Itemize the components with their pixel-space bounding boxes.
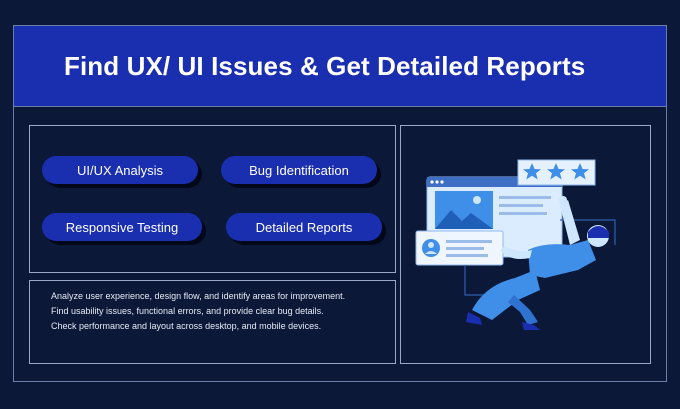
description-panel: [29, 280, 396, 364]
illustration-panel: [400, 125, 651, 364]
feature-pill-responsive-testing: Responsive Testing: [42, 213, 202, 241]
rating-card: [517, 159, 596, 186]
star-icon: [547, 163, 565, 180]
star-icon: [523, 163, 541, 180]
star-icon: [571, 163, 589, 180]
description-line: Check performance and layout across desk…: [51, 321, 322, 331]
description-line: Find usability issues, functional errors…: [51, 306, 324, 316]
tester-illustration: [415, 159, 616, 330]
header-banner: Find UX/ UI Issues & Get Detailed Report…: [14, 26, 666, 107]
feature-pill-uiux-analysis: UI/UX Analysis: [42, 156, 198, 184]
description-text: Analyze user experience, design flow, an…: [51, 289, 391, 334]
profile-card: [415, 230, 504, 266]
person-figure: [466, 196, 609, 330]
feature-pill-bug-identification: Bug Identification: [221, 156, 377, 184]
features-panel: [29, 125, 396, 273]
description-line: Analyze user experience, design flow, an…: [51, 291, 346, 301]
page-title: Find UX/ UI Issues & Get Detailed Report…: [64, 50, 586, 81]
feature-pill-detailed-reports: Detailed Reports: [226, 213, 382, 241]
outer-frame: [13, 25, 667, 382]
